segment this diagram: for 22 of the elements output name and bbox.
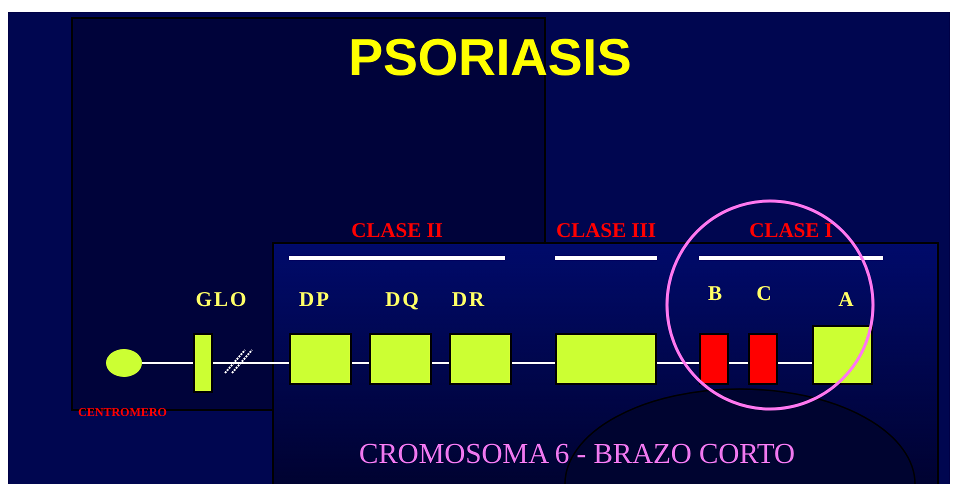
gene-label: DQ [384,287,422,312]
class-label: CLASE II [350,218,444,243]
chromosome-line [432,362,449,364]
chromosome-line [213,362,289,364]
gene-label: CENTROMERO [77,405,168,420]
chromosome-line [512,362,555,364]
gene-label: A [837,287,857,312]
chromosome-line [729,362,748,364]
gene-label: C [755,281,775,306]
chromosome-line [657,362,699,364]
chromosome-line [142,362,193,364]
gene-block [555,333,657,385]
gene-label: DR [450,287,488,312]
chromosome-line [352,362,369,364]
chromosome-line [778,362,812,364]
class-label: CLASE III [555,218,657,243]
title: PSORIASIS [347,28,633,88]
gene-label: DP [298,287,332,312]
gene-label: GLO [194,287,250,312]
gene-label: B [706,281,725,306]
class-label: CLASE I [748,218,834,243]
caption: CROMOSOMA 6 - BRAZO CORTO [358,438,796,471]
